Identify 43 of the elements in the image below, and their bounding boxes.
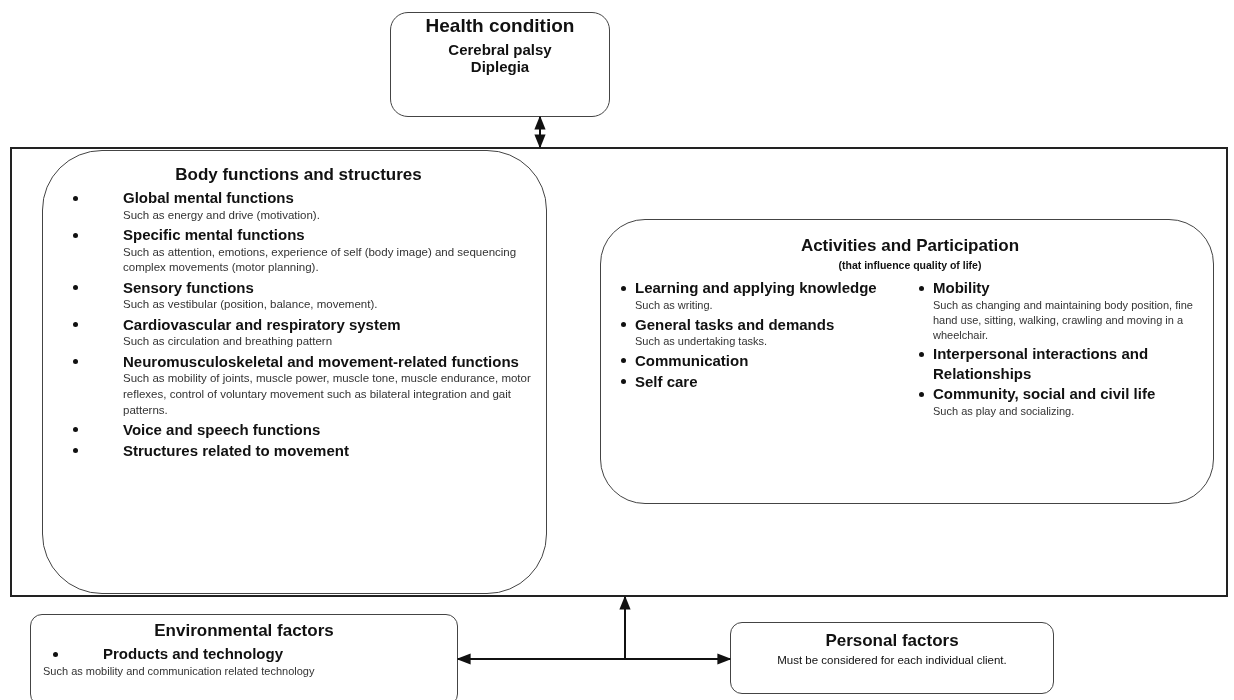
bullet-item: Global mental functions	[123, 188, 295, 208]
description-text: Such as mobility and communication related technology	[43, 663, 316, 679]
description-text: Such as vestibular (position, balance, movement).	[122, 297, 379, 313]
bullet-item: Interpersonal interactions and Relationships	[933, 344, 1150, 384]
bullet-item: Learning and applying knowledge	[635, 278, 878, 298]
description-text: Such as writing.	[634, 297, 714, 313]
arrow	[534, 115, 546, 149]
description-text: Such as undertaking tasks.	[634, 334, 769, 350]
bullet-item: Voice and speech functions	[123, 420, 322, 440]
bullet-item: Products and technology	[103, 644, 284, 664]
rounded-box	[730, 622, 1054, 694]
heading: Body functions and structures	[174, 165, 423, 186]
heading: Activities and Participation	[799, 236, 1021, 257]
description-text: Such as play and socializing.	[932, 403, 1076, 419]
heading: Health condition	[424, 15, 576, 38]
description-text: Such as mobility of joints, muscle power, muscle tone, muscle endurance, motor reflexes, control of voluntary movement such as bilateral integration and gait patterns.	[122, 371, 532, 418]
arrow	[619, 595, 631, 660]
bullet-item: Specific mental functions	[123, 225, 306, 245]
description-text: Such as circulation and breathing pattern	[122, 334, 334, 350]
body-text: Must be considered for each individual client.	[776, 654, 1008, 667]
bullet-item: General tasks and demands	[635, 314, 836, 335]
bullet-item: Communication	[635, 351, 750, 371]
bullet-item: Mobility	[933, 278, 991, 298]
heading: Environmental factors	[153, 621, 335, 642]
rounded-box	[600, 219, 1214, 504]
bullet-item: Structures related to movement	[123, 440, 350, 460]
body-text: Diplegia	[469, 57, 530, 75]
subheading: (that influence quality of life)	[837, 259, 983, 272]
bullet-item: Cardiovascular and respiratory system	[123, 314, 402, 335]
rounded-box	[390, 12, 610, 117]
body-text: Cerebral palsy	[447, 40, 553, 58]
bullet-item: Sensory functions	[123, 277, 255, 298]
rounded-box	[30, 614, 458, 700]
description-text: Such as energy and drive (motivation).	[122, 207, 321, 223]
description-text: Such as changing and maintaining body position, fine hand use, sitting, walking, crawling and moving in a wheelchair.	[932, 297, 1194, 343]
heading: Personal factors	[824, 631, 960, 652]
description-text: Such as attention, emotions, experience of self (body image) and sequencing complex movements (motor planning).	[122, 244, 518, 276]
bullet-item: Community, social and civil life	[933, 384, 1157, 404]
bullet-item: Self care	[635, 371, 699, 392]
bullet-item: Neuromusculoskeletal and movement-related functions	[123, 351, 520, 372]
rounded-box	[42, 150, 547, 594]
frame-box	[10, 147, 1228, 597]
arrow	[456, 653, 732, 665]
